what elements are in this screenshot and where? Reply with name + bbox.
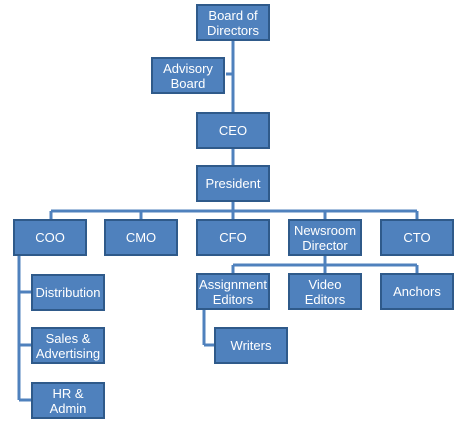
node-video-editors: Video Editors [288,273,362,310]
node-coo: COO [13,219,87,256]
node-cfo: CFO [196,219,270,256]
node-distribution: Distribution [31,274,105,311]
node-newsroom-director: Newsroom Director [288,219,362,256]
node-hr-admin: HR & Admin [31,382,105,419]
node-sales-advertising: Sales & Advertising [31,327,105,364]
node-ceo: CEO [196,112,270,149]
node-advisory-board: Advisory Board [151,57,225,94]
node-anchors: Anchors [380,273,454,310]
node-cmo: CMO [104,219,178,256]
node-president: President [196,165,270,202]
node-board-of-directors: Board of Directors [196,4,270,41]
node-writers: Writers [214,327,288,364]
node-cto: CTO [380,219,454,256]
node-assignment-editors: Assignment Editors [196,273,270,310]
